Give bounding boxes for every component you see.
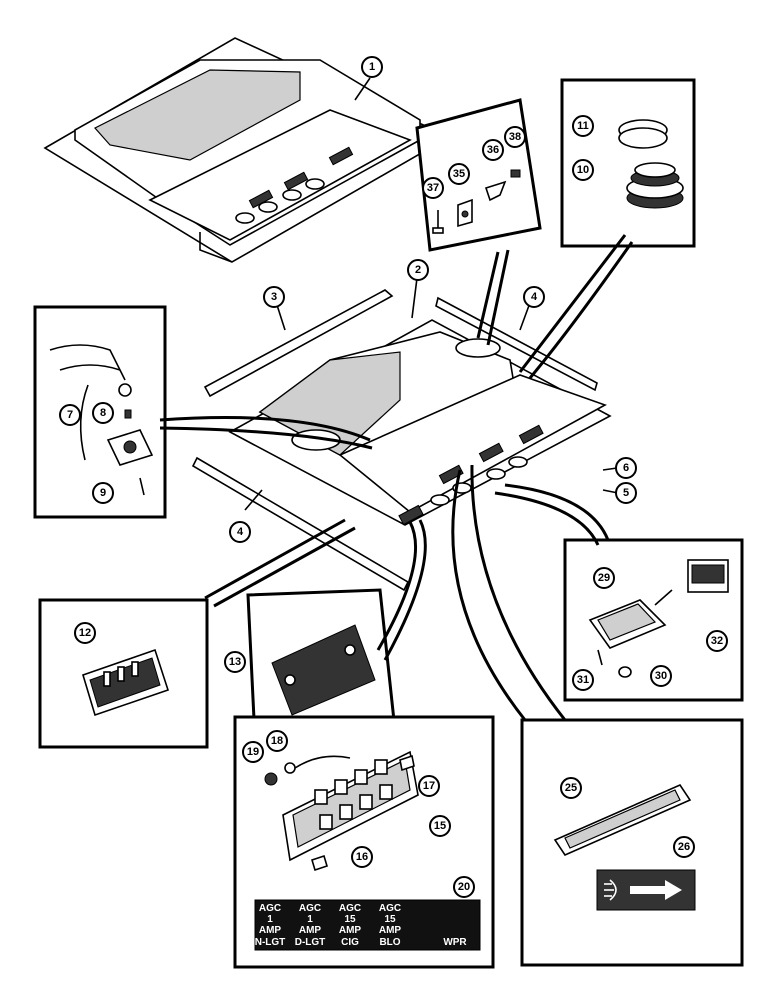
svg-text:12: 12 [79,627,91,639]
fuse-block-parts [254,750,481,951]
callout-16: 16 [351,846,373,868]
svg-text:26: 26 [678,841,690,853]
fuse-label-r2c3: 15 [344,914,356,925]
fuse-label-r2c2: 1 [307,914,313,925]
fuse-label-r4c5: WPR [443,937,467,948]
callout-25: 25 [560,777,582,799]
svg-text:11: 11 [577,120,589,132]
fuse-label-r4c1: N-LGT [255,937,286,948]
roof-panel-top [43,37,447,263]
hardware-parts-35-38 [432,169,521,234]
callout-13: 13 [224,651,246,673]
lamp-parts-7-9 [49,344,154,496]
dome-light-parts [588,559,729,678]
callout-19: 19 [242,741,264,763]
roof-panel-main [228,319,612,526]
rail-4-left [191,456,410,592]
svg-text:9: 9 [100,487,106,499]
fuse-label-r3c1: AMP [259,925,282,936]
svg-text:31: 31 [577,674,589,686]
rail-4-right [435,296,598,392]
callout-10: 10 [572,159,594,181]
rail-3 [203,289,394,398]
svg-text:36: 36 [487,144,499,156]
callout-3: 3 [263,286,285,308]
svg-text:25: 25 [565,782,577,794]
svg-text:18: 18 [271,735,283,747]
callout-38: 38 [504,126,526,148]
callout-2: 2 [407,259,429,281]
svg-text:15: 15 [434,820,446,832]
callout-6: 6 [615,457,637,479]
svg-text:7: 7 [67,409,73,421]
fuse-label-r4c3: CIG [341,937,359,948]
fuse-label-text: AGC AGC AGC AGC 1 1 15 15 AMP AMP AMP AM… [255,903,468,948]
callout-26: 26 [673,836,695,858]
switch-panel-12 [82,648,170,717]
callout-9: 9 [92,482,114,504]
callout-1: 1 [361,56,383,78]
callout-4b: 4 [229,521,251,543]
inset-light-switch-box [520,718,744,967]
fuse-label-r4c2: D-LGT [295,937,326,948]
svg-text:32: 32 [711,635,723,647]
fuse-label-r1c4: AGC [379,903,401,914]
fuse-label-r3c4: AMP [379,925,402,936]
svg-text:17: 17 [423,780,435,792]
arrow-right-icon [630,880,682,900]
svg-text:37: 37 [427,182,439,194]
fuse-label-r3c2: AMP [299,925,322,936]
svg-text:3: 3 [271,291,277,303]
svg-text:30: 30 [655,670,667,682]
svg-text:4: 4 [531,291,538,303]
fuse-label-r4c4: BLO [379,937,400,948]
fuse-label-r1c1: AGC [259,903,281,914]
svg-text:19: 19 [247,746,259,758]
svg-text:2: 2 [415,264,421,276]
callout-18: 18 [266,730,288,752]
callout-5: 5 [615,482,637,504]
cover-plate-13 [271,624,376,716]
svg-text:13: 13 [229,656,241,668]
svg-text:1: 1 [369,61,375,73]
fuse-label-r1c2: AGC [299,903,321,914]
callout-35: 35 [448,163,470,185]
svg-text:38: 38 [509,131,521,143]
callout-37: 37 [422,177,444,199]
svg-text:20: 20 [458,881,470,893]
fuse-label-r2c4: 15 [384,914,396,925]
leader-lines [159,77,634,721]
fuse-label-r3c3: AMP [339,925,362,936]
callout-32: 32 [706,630,728,652]
svg-text:29: 29 [598,572,610,584]
fuse-label-r2c1: 1 [267,914,273,925]
callout-29: 29 [593,567,615,589]
svg-text:10: 10 [577,164,589,176]
svg-text:35: 35 [453,168,465,180]
callout-7: 7 [59,404,81,426]
svg-text:16: 16 [356,851,368,863]
callouts: 1 2 3 4 4 5 6 7 8 9 10 11 12 13 15 16 17… [59,56,728,898]
callout-36: 36 [482,139,504,161]
svg-text:8: 8 [100,407,106,419]
svg-text:6: 6 [623,462,629,474]
svg-text:4: 4 [237,526,244,538]
callout-15: 15 [429,815,451,837]
light-switch-parts [553,783,696,911]
callout-11: 11 [572,115,594,137]
grommet-parts-10-11 [618,119,684,209]
callout-31: 31 [572,669,594,691]
callout-17: 17 [418,775,440,797]
svg-text:5: 5 [623,487,629,499]
callout-12: 12 [74,622,96,644]
fuse-label-r1c3: AGC [339,903,361,914]
callout-20: 20 [453,876,475,898]
callout-8: 8 [92,402,114,424]
callout-4a: 4 [523,286,545,308]
callout-30: 30 [650,665,672,687]
